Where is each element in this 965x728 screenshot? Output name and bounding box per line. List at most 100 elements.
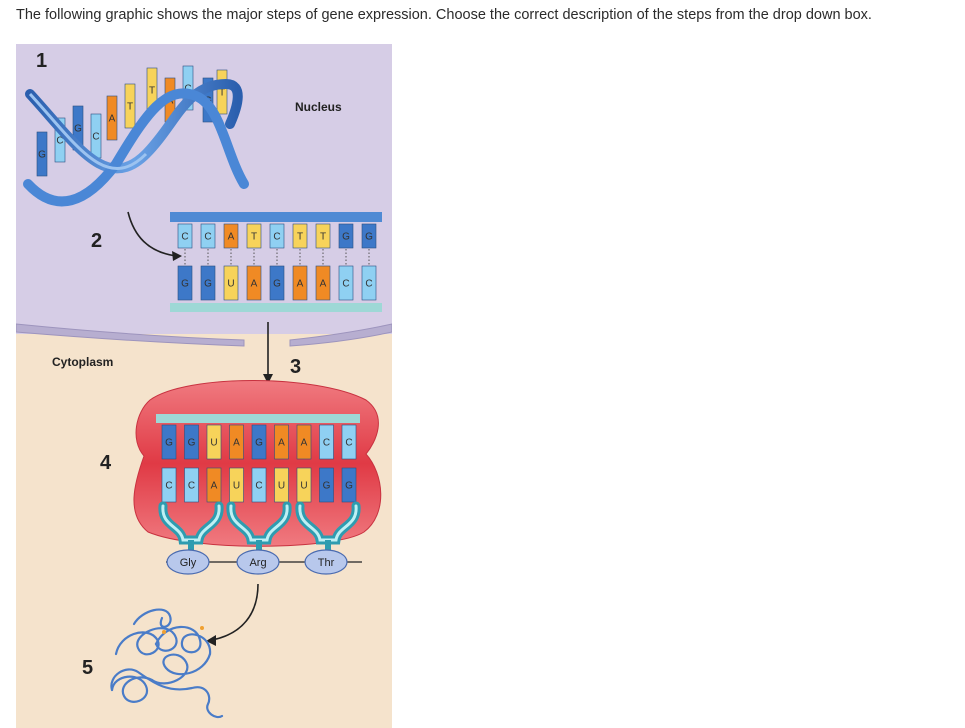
dna-base-pair: C — [90, 113, 102, 159]
dna-template-base: T — [292, 223, 308, 249]
base-letter: U — [300, 481, 307, 492]
base-letter: T — [320, 232, 326, 243]
arrow-head-3 — [263, 374, 273, 384]
arrow-dna-to-mrna — [127, 211, 177, 257]
base-letter: C — [204, 232, 211, 243]
base-letter: T — [251, 232, 257, 243]
base-letter: A — [228, 232, 235, 243]
base-letter: U — [233, 481, 240, 492]
mrna-codon-base: U — [206, 424, 222, 460]
mrna-codon-base: C — [341, 424, 357, 460]
base-letter: G — [365, 232, 373, 243]
base-letter: A — [211, 481, 218, 492]
mrna-codon-base: C — [319, 424, 334, 460]
trna-anticodon-base: G — [341, 467, 357, 503]
trna-anticodon-base: U — [296, 467, 312, 503]
question-text: The following graphic shows the major st… — [16, 7, 872, 23]
amino-acid-chain: Gly Arg Thr — [166, 549, 348, 575]
mrna-base: A — [246, 265, 262, 301]
base-letter: C — [181, 232, 188, 243]
mrna-codon-base: A — [274, 424, 289, 460]
folded-protein — [110, 608, 224, 719]
step-number-5: 5 — [82, 657, 93, 679]
base-letter: U — [210, 438, 217, 449]
trna-anticodon-base: A — [206, 467, 222, 503]
nuclear-envelope — [16, 323, 392, 347]
base-letter: A — [109, 114, 116, 125]
base-letter: C — [342, 279, 349, 290]
dna-template-base: A — [223, 223, 239, 249]
base-letter: A — [278, 438, 285, 449]
mrna-codon-base: G — [251, 424, 267, 460]
base-letter: C — [365, 279, 372, 290]
mrna-base: A — [315, 265, 331, 301]
base-letter: A — [251, 279, 258, 290]
base-letter: G — [255, 438, 263, 449]
mrna-base: G — [200, 265, 216, 301]
base-letter: A — [297, 279, 304, 290]
trna-anticodon-base: G — [319, 467, 334, 503]
dna-base-pair: T — [216, 69, 228, 115]
base-letter: G — [273, 279, 281, 290]
amino-acid-label: Arg — [249, 557, 266, 569]
arrow-head-5 — [206, 635, 216, 646]
amino-acid-arg: Arg — [236, 549, 280, 575]
step-number-1: 1 — [36, 50, 47, 72]
dna-template-base: C — [177, 223, 193, 249]
base-letter: C — [323, 438, 330, 449]
base-letter: G — [181, 279, 189, 290]
mrna-codon-base: A — [229, 424, 244, 460]
dna-template-base: C — [269, 223, 285, 249]
trna-anticodon-base: U — [229, 467, 244, 503]
base-letter: U — [227, 279, 234, 290]
base-letter: G — [38, 150, 46, 161]
dna-template-base: T — [315, 223, 331, 249]
step-number-4: 4 — [100, 452, 112, 474]
base-letter: T — [127, 102, 133, 113]
amino-acid-thr: Thr — [304, 549, 348, 575]
mrna-base: A — [292, 265, 308, 301]
dna-base-pair: A — [106, 95, 118, 141]
dna-template-base: C — [200, 223, 216, 249]
mrna-codon-base: G — [184, 424, 199, 460]
base-letter: A — [320, 279, 327, 290]
step-number-2: 2 — [91, 230, 102, 252]
base-letter: C — [345, 438, 352, 449]
dna-template-base: G — [361, 223, 377, 249]
dna-template-base: G — [338, 223, 354, 249]
base-letter: C — [165, 481, 172, 492]
dna-base-pair: T — [124, 83, 136, 129]
base-letter: G — [323, 481, 331, 492]
cytoplasm-label: Cytoplasm — [52, 355, 113, 369]
base-letter: A — [233, 438, 240, 449]
base-letter: G — [204, 279, 212, 290]
step-number-3: 3 — [290, 356, 301, 378]
mrna-base: G — [269, 265, 285, 301]
base-letter: T — [149, 86, 155, 97]
amino-acid-label: Thr — [318, 557, 335, 569]
trna-anticodon-base: C — [184, 467, 199, 503]
dna-base-pair: G — [36, 131, 48, 177]
dna-template-base: T — [246, 223, 262, 249]
arrow-to-protein — [211, 583, 259, 641]
mrna-codon-base: A — [296, 424, 312, 460]
mrna-base: C — [361, 265, 377, 301]
base-letter: G — [188, 438, 196, 449]
base-letter: G — [74, 124, 82, 135]
trna-anticodon-base: C — [161, 467, 177, 503]
mrna-codon-base: G — [161, 424, 177, 460]
amino-acid-label: Gly — [180, 557, 197, 569]
base-letter: G — [342, 232, 350, 243]
base-letter: C — [56, 136, 63, 147]
mrna-base: C — [338, 265, 354, 301]
mrna-base: G — [177, 265, 193, 301]
base-letter: G — [165, 438, 173, 449]
amino-acid-gly: Gly — [166, 549, 210, 575]
arrow-head-2 — [172, 251, 182, 261]
base-letter: C — [188, 481, 195, 492]
transcription-complex: C C A T C T T G G G G U A G A A C C — [170, 212, 382, 312]
base-letter: C — [273, 232, 280, 243]
